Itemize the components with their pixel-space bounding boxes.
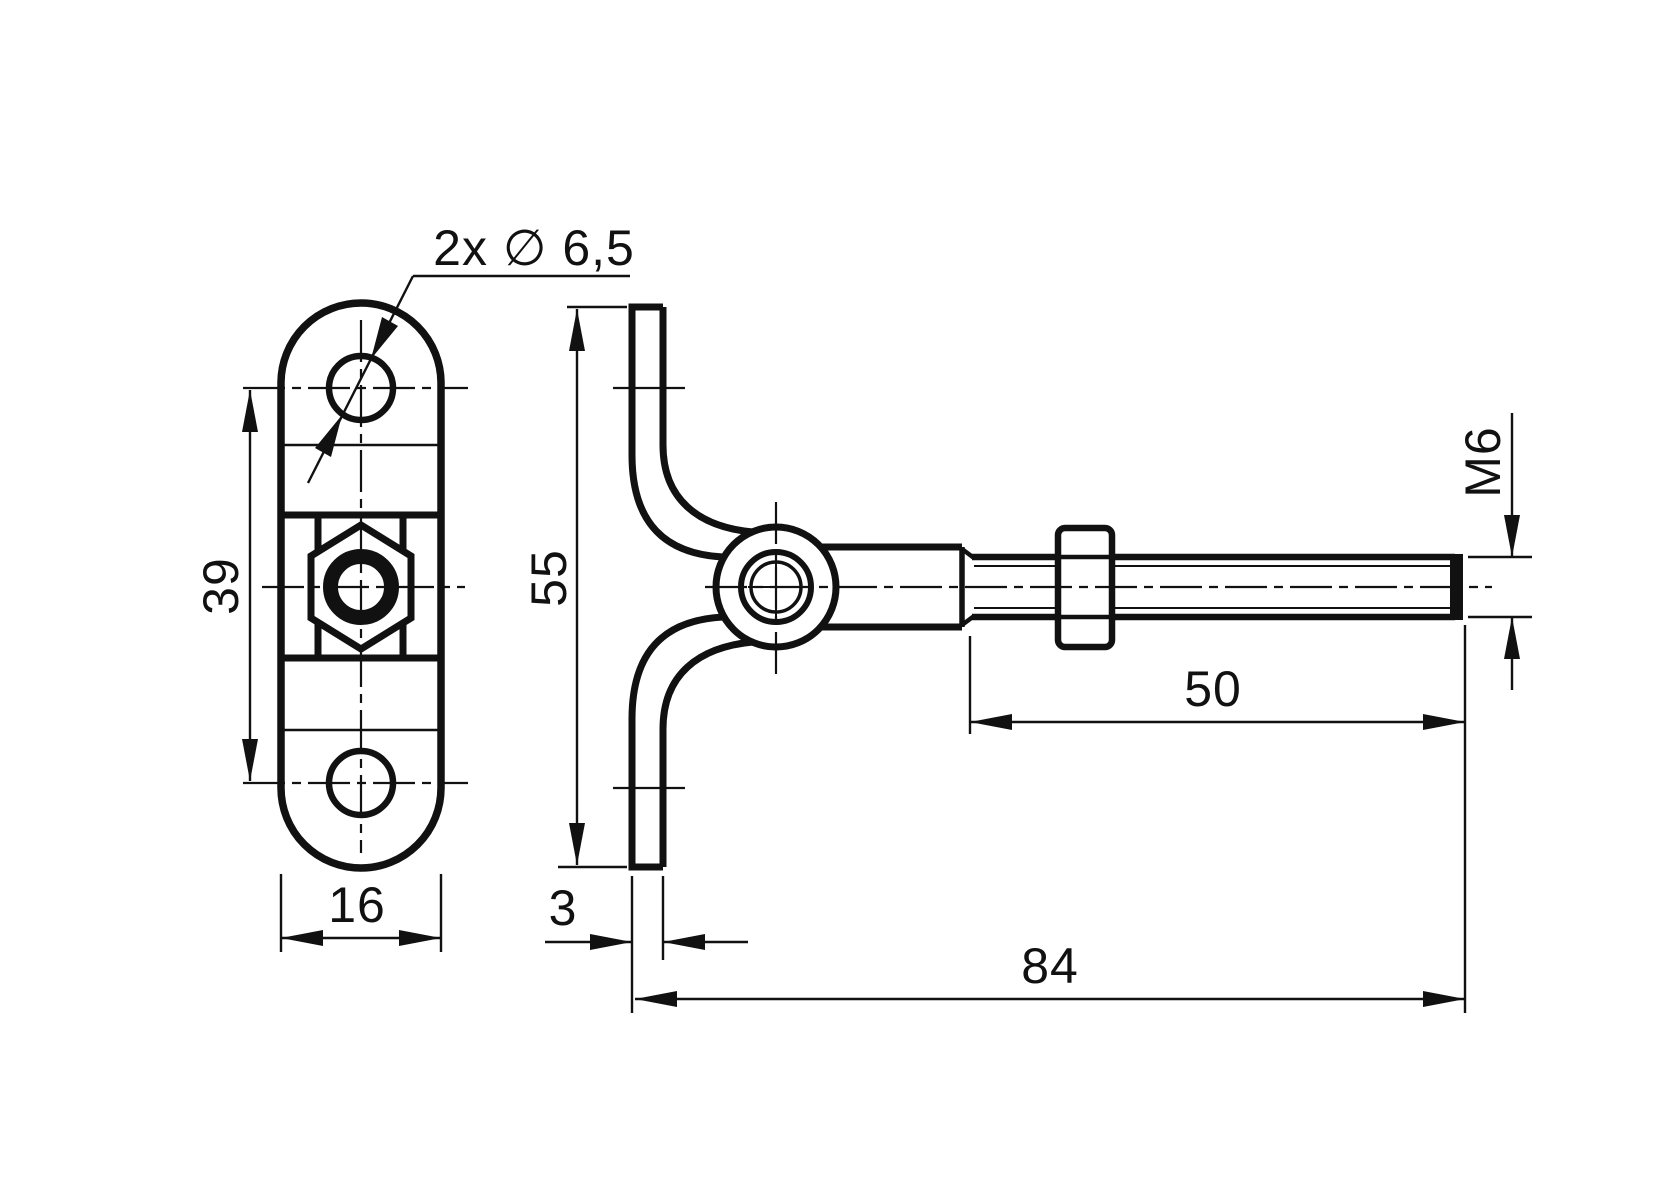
hole-spacing-label: 39 <box>193 557 249 615</box>
arrow-84-right <box>1423 991 1465 1007</box>
overall-length-label: 84 <box>1021 938 1079 994</box>
dim-55: 55 <box>521 305 627 869</box>
dim-84: 84 <box>635 625 1467 1013</box>
leader-arrow-lower <box>315 415 342 457</box>
arrow-39-top <box>242 390 258 432</box>
dim-16: 16 <box>279 874 443 952</box>
hole-callout-label: 2x ∅ 6,5 <box>433 220 635 276</box>
arrow-55-bottom <box>569 823 585 865</box>
plate-profile-upper-outer <box>628 303 724 561</box>
front-centerlines <box>243 320 468 853</box>
plate-width-label: 16 <box>328 877 386 933</box>
thread-length-label: 50 <box>1184 661 1242 717</box>
arrow-3-right <box>663 934 705 950</box>
arrow-m6-top <box>1504 515 1520 557</box>
arrow-16-right <box>399 930 441 946</box>
plate-thickness-label: 3 <box>549 880 578 936</box>
arrow-16-left <box>281 930 323 946</box>
dim-hole-callout: 2x ∅ 6,5 <box>306 220 635 484</box>
arrow-50-right <box>1423 714 1465 730</box>
dim-3: 3 <box>545 876 748 1013</box>
arrow-3-left <box>590 934 632 950</box>
plate-profile-lower-outer <box>628 613 724 871</box>
dim-39: 39 <box>193 390 258 781</box>
arrow-84-left <box>635 991 677 1007</box>
plate-profile-lower-inner <box>659 638 754 867</box>
dim-50: 50 <box>968 636 1465 734</box>
plate-profile-upper-inner <box>659 307 754 536</box>
arrow-39-bottom <box>242 739 258 781</box>
thread-size-label: M6 <box>1455 426 1511 497</box>
arrow-50-left <box>970 714 1012 730</box>
arrow-55-top <box>569 309 585 351</box>
dim-m6: M6 <box>1455 413 1532 690</box>
side-centerlines <box>705 502 1492 674</box>
leader-arrow-upper <box>371 317 398 359</box>
plate-height-label: 55 <box>521 549 577 607</box>
arrow-m6-bottom <box>1504 617 1520 659</box>
side-view <box>613 303 1492 871</box>
